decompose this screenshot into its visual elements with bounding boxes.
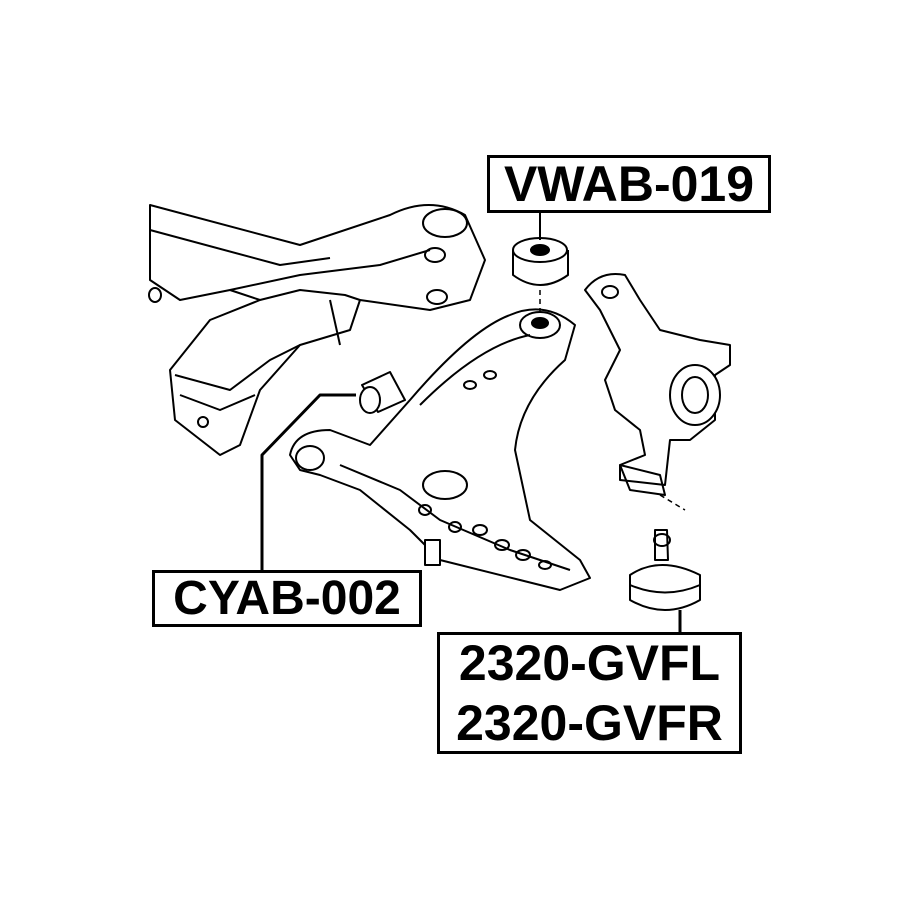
- part-number-left: 2320-GVFL: [458, 635, 721, 691]
- part-number-right: 2320-GVFR: [456, 695, 723, 751]
- control-arm-drawing: [289, 308, 591, 591]
- front-bushing-drawing: [260, 371, 406, 570]
- part-number: CYAB-002: [173, 571, 401, 625]
- subframe-drawing: [148, 204, 486, 456]
- steering-knuckle-drawing: [584, 273, 731, 511]
- part-number: VWAB-019: [503, 156, 755, 212]
- upper-bushing-drawing: [512, 212, 569, 312]
- ball-joint-drawing: [629, 529, 701, 632]
- part-label-vwab-019: VWAB-019: [487, 155, 771, 213]
- part-label-cyab-002: CYAB-002: [152, 570, 422, 627]
- part-label-2320-gvfl-gvfr: 2320-GVFL 2320-GVFR: [437, 632, 742, 754]
